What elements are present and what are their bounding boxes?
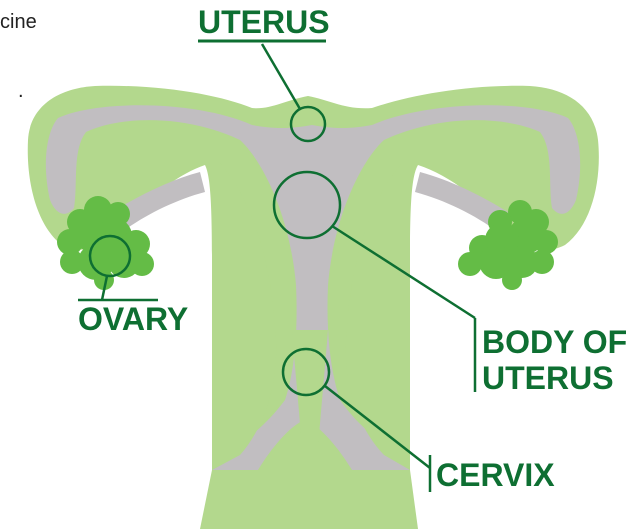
body-of-uterus-label-line1: BODY OF: [482, 324, 627, 360]
cropped-text-fragment: cine: [0, 11, 37, 33]
uterus-leader-line: [262, 44, 300, 109]
cropped-text-fragment: .: [18, 80, 24, 102]
body-of-uterus-label-line2: UTERUS: [482, 360, 614, 396]
uterus-label: UTERUS: [198, 4, 330, 40]
cervix-label: CERVIX: [436, 457, 555, 493]
ovary-label: OVARY: [78, 301, 188, 337]
